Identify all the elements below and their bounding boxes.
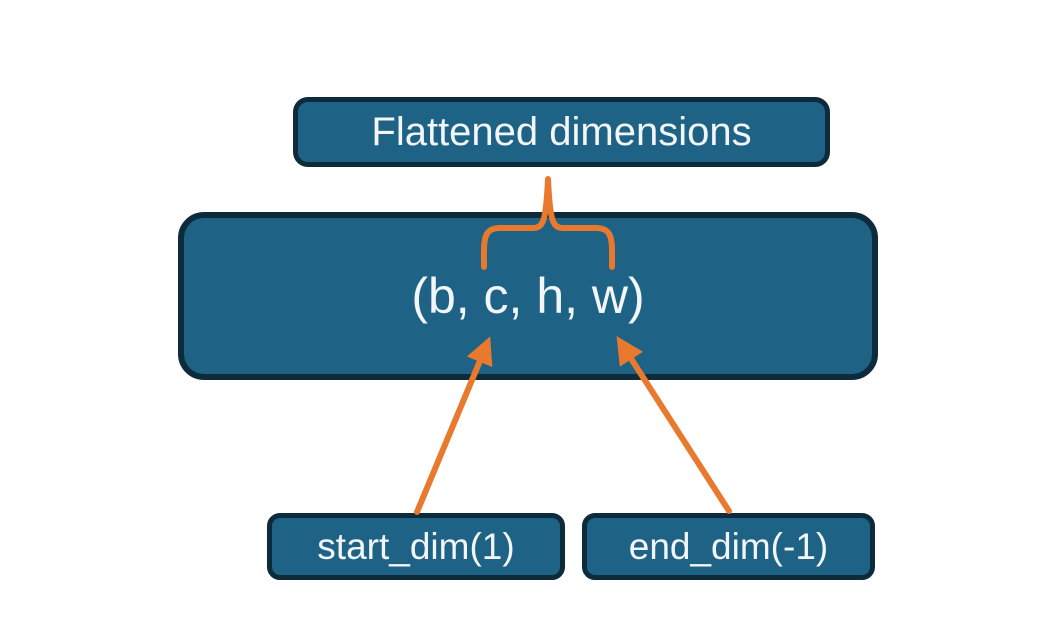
flattened-dimensions-label: Flattened dimensions — [371, 110, 752, 154]
tensor-shape-node: (b, c, h, w) — [178, 212, 878, 380]
start-dim-node: start_dim(1) — [267, 513, 565, 580]
start-dim-label: start_dim(1) — [317, 526, 515, 567]
end-dim-label: end_dim(-1) — [628, 526, 829, 567]
flattened-dimensions-node: Flattened dimensions — [293, 97, 830, 167]
tensor-shape-label: (b, c, h, w) — [411, 268, 645, 324]
end-dim-node: end_dim(-1) — [582, 513, 875, 580]
